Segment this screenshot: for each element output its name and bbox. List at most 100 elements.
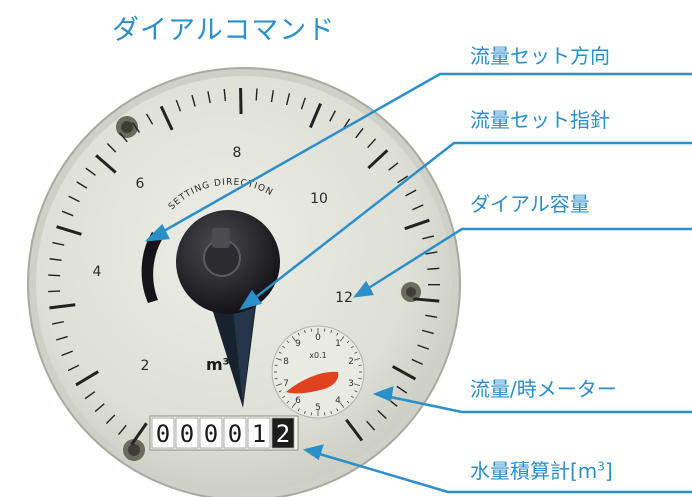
scale-tick <box>411 358 424 365</box>
scale-tick <box>207 91 211 104</box>
scale-tick <box>309 102 322 129</box>
label-water-totalizer-main: 水量積算計[m <box>470 459 598 483</box>
flow-set-pointer-highlight <box>232 292 256 405</box>
small-dial-tick <box>286 400 290 404</box>
small-dial-number-4: 4 <box>335 396 341 406</box>
arrowhead-flow-set-pointer <box>239 289 263 311</box>
odometer-digit: 0 <box>228 420 242 448</box>
arrow-water-totalizer <box>305 448 692 494</box>
scale-tick <box>85 167 96 176</box>
label-water-totalizer-end: ] <box>604 459 613 483</box>
screw-top-left <box>116 116 138 138</box>
small-dial-tick <box>336 332 339 336</box>
scale-number-2: 2 <box>141 358 150 374</box>
odometer-wheel <box>175 417 199 449</box>
small-dial-number-5: 5 <box>315 403 321 413</box>
odometer-digit: 0 <box>180 420 194 448</box>
scale-tick <box>49 258 62 261</box>
arrowhead-flow-per-hour-meter <box>372 386 394 402</box>
scale-tick <box>366 420 376 431</box>
scale-tick <box>175 99 182 112</box>
small-dial-tick <box>282 345 286 349</box>
scale-tick <box>55 335 68 341</box>
scale-tick <box>270 90 275 103</box>
small-dial-number-2: 2 <box>348 357 354 367</box>
arrowhead-dial-capacity <box>353 280 374 298</box>
odometer-digit: 0 <box>156 420 170 448</box>
scale-tick <box>223 88 227 102</box>
callout-arrows <box>144 72 692 494</box>
scale-tick <box>68 195 80 203</box>
small-dial-tick <box>297 408 300 412</box>
scale-tick <box>49 303 76 310</box>
small-dial-number-8: 8 <box>283 357 289 367</box>
small-dial-tick <box>276 383 282 386</box>
small-dial-number-6: 6 <box>295 396 301 406</box>
label-flow-set-direction: 流量セット方向 <box>470 44 610 68</box>
scale-tick <box>391 365 417 381</box>
label-flow-per-hour-meter: 流量/時メーター <box>470 377 617 401</box>
scale-tick <box>106 142 117 153</box>
scale-number-10: 10 <box>310 191 328 207</box>
odometer-digit: 2 <box>276 420 290 448</box>
unit-label: m³ <box>206 355 230 374</box>
scale-tick <box>425 251 438 255</box>
scale-number-6: 6 <box>136 176 145 192</box>
scale-number-12: 12 <box>335 290 353 306</box>
scale-tick <box>130 422 148 446</box>
small-dial-number-3: 3 <box>348 379 354 389</box>
arrow-flow-set-direction <box>147 72 692 242</box>
small-dial-tick <box>282 395 286 399</box>
small-dial-tick <box>276 358 282 361</box>
scale-tick <box>75 370 100 387</box>
scale-tick <box>427 267 440 270</box>
small-dial-multiplier: x0.1 <box>309 351 326 360</box>
scale-tick <box>132 122 141 133</box>
scale-tick <box>377 409 387 420</box>
scale-tick <box>61 350 73 357</box>
arrow-dial-capacity <box>355 227 692 298</box>
dial-scale-ticks <box>48 88 441 446</box>
scale-tick <box>76 181 88 189</box>
small-dial-number-0: 0 <box>315 333 321 343</box>
scale-tick <box>367 149 389 170</box>
scale-tick <box>300 97 306 110</box>
small-dial-tick <box>278 390 282 393</box>
screw-right <box>401 282 421 302</box>
small-dial-tick <box>354 351 358 354</box>
scale-tick <box>396 385 408 394</box>
scale-tick <box>422 235 435 240</box>
label-dial-capacity: ダイアル容量 <box>470 192 590 216</box>
scale-tick <box>67 364 80 372</box>
scale-tick <box>355 127 364 139</box>
small-dial-tick <box>297 332 300 336</box>
small-dial-tick <box>354 383 360 386</box>
scale-tick <box>367 138 377 149</box>
arrow-flow-set-pointer <box>241 141 692 309</box>
scale-tick <box>345 418 364 442</box>
odometer-wheel <box>199 417 223 449</box>
scale-tick <box>94 403 105 413</box>
scale-tick <box>52 241 65 246</box>
scale-tick <box>417 344 430 350</box>
scale-tick <box>56 225 82 236</box>
odometer-digit: 1 <box>252 420 266 448</box>
scale-tick <box>285 93 291 106</box>
small-dial-tick <box>340 402 345 408</box>
small-dial-needle <box>286 371 339 394</box>
label-flow-set-pointer: 流量セット指針 <box>470 108 610 132</box>
scale-tick <box>119 132 128 143</box>
flow-direction-arc <box>141 232 163 303</box>
small-dial-tick <box>304 330 306 334</box>
arrow-flow-per-hour-meter <box>375 392 692 414</box>
small-dial-tick <box>346 400 350 404</box>
small-dial-tick <box>340 336 345 342</box>
scale-tick <box>48 274 61 277</box>
diagram-title: ダイアルコマンド <box>112 15 336 46</box>
scale-tick <box>412 204 424 211</box>
small-dial-tick <box>304 410 306 414</box>
small-dial-number-9: 9 <box>295 339 301 349</box>
flow-per-hour-dial: 0 1 2 3 4 5 6 7 8 9 x0.1 <box>271 325 365 419</box>
